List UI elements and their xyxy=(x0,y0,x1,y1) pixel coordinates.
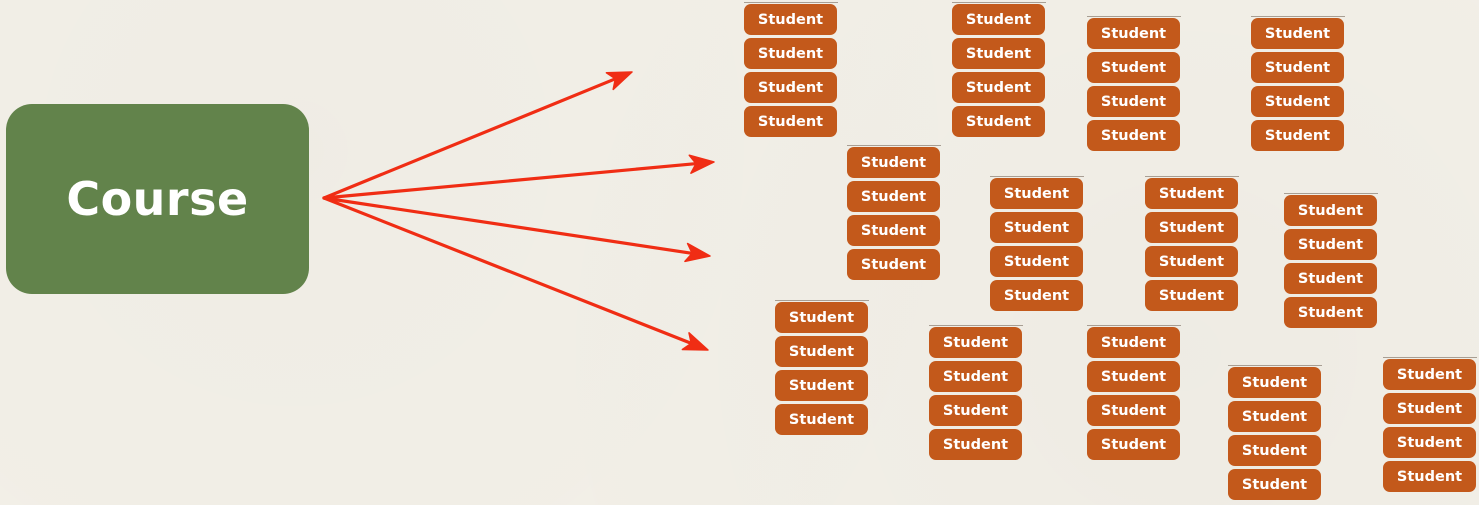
student-node: Student xyxy=(952,72,1045,103)
student-node: Student xyxy=(1251,52,1344,83)
student-node: Student xyxy=(929,327,1022,358)
student-node: Student xyxy=(1383,393,1476,424)
student-node: Student xyxy=(1383,461,1476,492)
student-node: Student xyxy=(847,215,940,246)
student-node: Student xyxy=(990,246,1083,277)
student-node: Student xyxy=(744,38,837,69)
student-node: Student xyxy=(847,181,940,212)
student-node: Student xyxy=(990,280,1083,311)
arrow-line xyxy=(322,77,616,200)
student-node: Student xyxy=(1251,18,1344,49)
student-node: Student xyxy=(847,147,940,178)
student-node: Student xyxy=(1284,297,1377,328)
student-node: Student xyxy=(929,361,1022,392)
student-node: Student xyxy=(775,404,868,435)
student-node: Student xyxy=(1284,229,1377,260)
student-node: Student xyxy=(744,72,837,103)
student-node: Student xyxy=(744,4,837,35)
student-node: Student xyxy=(775,302,868,333)
student-node: Student xyxy=(1228,469,1321,500)
student-node: Student xyxy=(1383,359,1476,390)
student-node: Student xyxy=(1087,429,1180,460)
arrow-line xyxy=(322,196,692,345)
arrow-line xyxy=(322,196,692,255)
student-node: Student xyxy=(1383,427,1476,458)
student-node: Student xyxy=(1251,86,1344,117)
student-node: Student xyxy=(952,38,1045,69)
student-node: Student xyxy=(1087,395,1180,426)
student-node: Student xyxy=(1145,212,1238,243)
arrow-head xyxy=(688,154,715,174)
student-node: Student xyxy=(775,336,868,367)
student-node: Student xyxy=(1087,52,1180,83)
arrow-head xyxy=(684,242,711,263)
arrow-line xyxy=(322,162,696,200)
student-node: Student xyxy=(1228,435,1321,466)
student-node: Student xyxy=(952,4,1045,35)
student-node: Student xyxy=(1145,178,1238,209)
student-node: Student xyxy=(1284,263,1377,294)
student-node: Student xyxy=(1087,327,1180,358)
student-node: Student xyxy=(929,429,1022,460)
student-node: Student xyxy=(1145,280,1238,311)
student-node: Student xyxy=(1087,361,1180,392)
student-node: Student xyxy=(1087,120,1180,151)
arrow-group xyxy=(322,71,715,351)
student-node: Student xyxy=(1228,401,1321,432)
student-node: Student xyxy=(1251,120,1344,151)
student-node: Student xyxy=(1228,367,1321,398)
student-node: Student xyxy=(990,212,1083,243)
student-node: Student xyxy=(744,106,837,137)
student-node: Student xyxy=(929,395,1022,426)
course-label: Course xyxy=(66,172,249,226)
student-node: Student xyxy=(990,178,1083,209)
student-node: Student xyxy=(775,370,868,401)
student-node: Student xyxy=(1087,18,1180,49)
arrow-head xyxy=(605,71,633,91)
student-node: Student xyxy=(952,106,1045,137)
student-node: Student xyxy=(1087,86,1180,117)
student-node: Student xyxy=(1284,195,1377,226)
arrow-head xyxy=(681,332,709,351)
student-node: Student xyxy=(1145,246,1238,277)
student-node: Student xyxy=(847,249,940,280)
course-node: Course xyxy=(6,104,309,294)
